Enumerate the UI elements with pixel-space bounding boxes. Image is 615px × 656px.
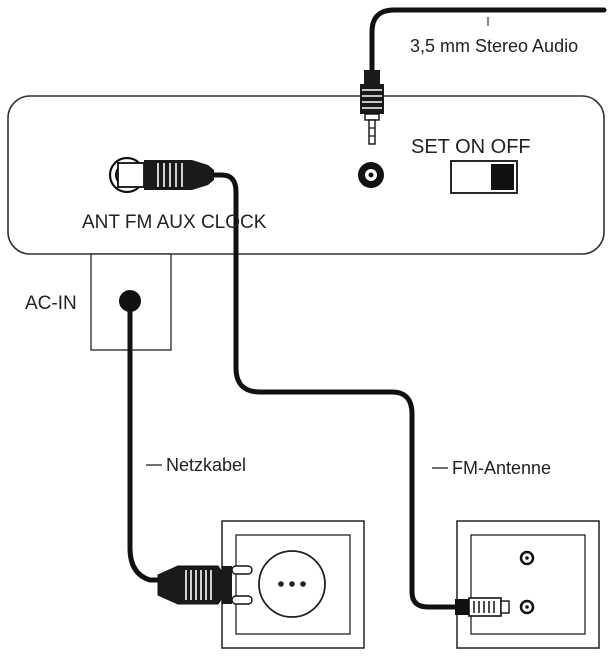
aux-socket — [358, 162, 384, 188]
device-body — [7, 95, 605, 255]
power-plug — [157, 565, 253, 605]
wall-antenna-outlet — [456, 520, 600, 649]
audio-jack-plug — [360, 70, 384, 145]
antenna-cable-label: FM-Antenne — [452, 458, 551, 478]
power-cable-label: Netzkabel — [166, 455, 246, 475]
rear-ports-label: ANT FM AUX CLOCK — [82, 212, 267, 233]
antenna-cable — [211, 172, 463, 610]
wall-power-outlet — [221, 520, 365, 649]
antenna-plug-device — [117, 160, 214, 190]
ac-in-socket — [119, 290, 141, 312]
ac-in-label: AC-IN — [25, 293, 77, 314]
set-on-off-switch — [450, 160, 518, 194]
audio-cable-label: 3,5 mm Stereo Audio — [410, 36, 578, 56]
power-cable — [127, 302, 165, 583]
antenna-plug-outlet — [455, 597, 510, 617]
audio-cable — [369, 7, 607, 75]
switch-label: SET ON OFF — [411, 136, 531, 158]
